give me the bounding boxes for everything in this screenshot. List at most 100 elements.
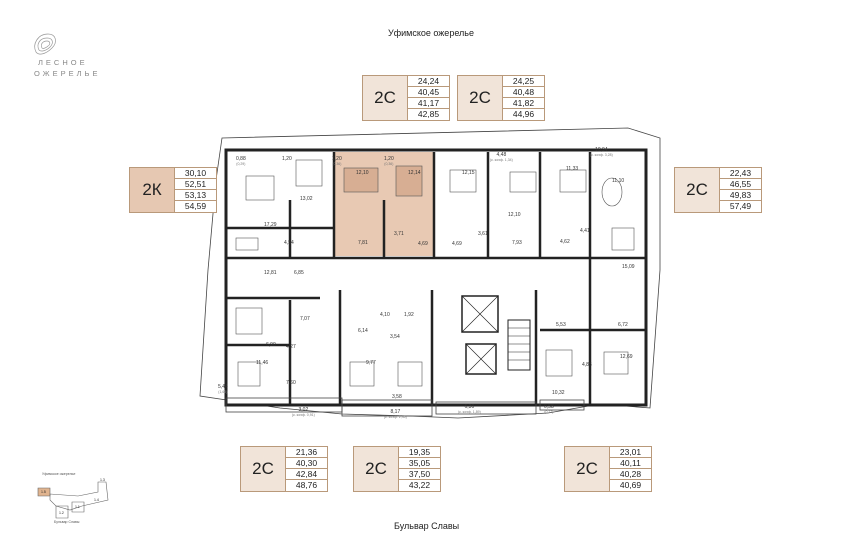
- room-area-value: 3,02: [298, 407, 309, 413]
- room-area-label: 11,10: [612, 178, 624, 184]
- room-area-value: 1,92: [404, 312, 414, 318]
- area-value: 40,11: [610, 458, 651, 469]
- area-value: 41,17: [408, 98, 449, 109]
- key-plan-label: 1.5: [41, 490, 46, 494]
- room-area-label: 12,10: [508, 212, 521, 218]
- room-area-value: 11,46: [256, 360, 269, 366]
- apartment-card[interactable]: 2С 19,35 35,05 37,50 43,22: [353, 446, 441, 492]
- room-area-label: 11,46: [256, 360, 268, 366]
- room-area-value: 12,81: [264, 270, 277, 276]
- room-area-value: 1,20: [384, 156, 394, 162]
- room-area-value: 4,10: [380, 312, 390, 318]
- room-area-value: 6,30: [464, 404, 475, 410]
- room-area-value: 7,93: [512, 240, 522, 246]
- room-area-label: 12,10: [356, 170, 369, 176]
- room-area-value: 4,27: [286, 344, 296, 350]
- brand-line-1: ЛЕСНОЕ: [38, 58, 88, 67]
- key-plan-outline: [37, 481, 109, 519]
- contour-lines-icon: [34, 33, 56, 55]
- room-area-label: 4,41: [580, 228, 590, 234]
- room-area-label: 4,69: [452, 241, 462, 247]
- area-value: 53,13: [175, 190, 216, 201]
- room-area-label: 1,20(0,36): [332, 156, 342, 166]
- room-area-note: (к. коэф. 1,89): [458, 410, 481, 414]
- room-area-label: 6,14: [358, 328, 368, 334]
- room-area-label: 1,92: [404, 312, 414, 318]
- room-area-value: 3,54: [390, 334, 400, 340]
- area-value: 37,50: [399, 469, 440, 480]
- room-area-label: 7,81: [358, 240, 368, 246]
- room-area-value: 9,77: [366, 360, 376, 366]
- area-value: 23,01: [610, 447, 651, 458]
- room-area-value: 8,17: [390, 409, 401, 415]
- room-area-value: 7,07: [300, 316, 310, 322]
- key-plan-label: 1.4: [94, 498, 99, 502]
- room-area-label: 4,85: [582, 362, 592, 368]
- area-value: 40,45: [408, 87, 449, 98]
- apartment-type: 2С: [363, 76, 407, 120]
- apartment-card[interactable]: 2С 21,36 40,30 42,84 48,76: [240, 446, 328, 492]
- area-value: 24,25: [503, 76, 544, 87]
- area-value: 21,36: [286, 447, 327, 458]
- room-area-value: 1,20: [332, 156, 342, 162]
- room-area-label: 12,15: [462, 170, 475, 176]
- key-plan-street-bottom: Бульвар Славы: [54, 520, 80, 524]
- area-value: 41,82: [503, 98, 544, 109]
- area-value: 54,59: [184, 201, 207, 211]
- apartment-card[interactable]: 2С 23,01 40,11 40,28 40,69: [564, 446, 652, 492]
- room-area-value: 4,85: [582, 362, 592, 368]
- room-area-value: 7,60: [286, 380, 296, 386]
- room-area-label: 12,69: [620, 354, 633, 360]
- room-area-label: 12,14: [408, 170, 421, 176]
- area-value: 35,05: [399, 458, 440, 469]
- brand-logo: ЛЕСНОЕ ОЖЕРЕЛЬЕ: [28, 30, 138, 80]
- area-value: 49,83: [720, 190, 761, 201]
- room-area-label: 3,61: [478, 231, 488, 237]
- room-area-value: 4,41: [580, 228, 590, 234]
- room-area-label: 7,93: [512, 240, 522, 246]
- room-area-label: 7,60: [286, 380, 296, 386]
- room-area-label: 11,33: [566, 166, 578, 172]
- room-area-value: 6,90: [266, 342, 276, 348]
- room-area-label: 1,20(0,36): [384, 156, 394, 166]
- area-value: 40,30: [286, 458, 327, 469]
- room-area-label: 1,20: [282, 156, 292, 162]
- area-value: 40,48: [503, 87, 544, 98]
- room-area-note: (к. коэф. 3,28): [590, 153, 613, 157]
- apartment-type: 2С: [354, 447, 398, 491]
- room-area-value: 11,33: [566, 166, 579, 172]
- room-area-value: 1,20: [282, 156, 292, 162]
- apartment-card[interactable]: 2С 24,25 40,48 41,82 44,96: [457, 75, 545, 121]
- room-area-value: 7,81: [358, 240, 368, 246]
- room-area-label: 7,07: [300, 316, 310, 322]
- area-value: 43,22: [408, 480, 431, 490]
- room-area-label: 3,02(к. коэф. 0,91): [292, 407, 315, 417]
- area-value: 40,28: [610, 469, 651, 480]
- room-area-label: 6,85: [294, 270, 304, 276]
- apartment-card[interactable]: 2К 30,10 52,51 53,13 54,59: [129, 167, 217, 213]
- area-value: 40,69: [619, 480, 642, 490]
- room-area-label: 4,69: [418, 241, 428, 247]
- room-area-value: 6,85: [294, 270, 304, 276]
- room-area-label: 12,81: [264, 270, 277, 276]
- room-area-value: 3,58: [392, 394, 402, 400]
- area-value: 30,10: [175, 168, 216, 179]
- room-area-label: 3,71: [394, 231, 404, 237]
- room-area-label: 17,29: [264, 222, 277, 228]
- apartment-card[interactable]: 2С 22,43 46,55 49,83 57,49: [674, 167, 762, 213]
- room-area-label: 6,30(к. коэф. 1,89): [458, 404, 481, 414]
- room-area-note: (к. коэф. 2,45): [384, 415, 407, 419]
- room-area-value: 6,14: [358, 328, 368, 334]
- room-area-value: 3,71: [394, 231, 404, 237]
- room-area-label: 4,27: [286, 344, 296, 350]
- room-area-value: 12,10: [508, 212, 521, 218]
- room-area-label: 6,90: [266, 342, 276, 348]
- apartment-card[interactable]: 2С 24,24 40,45 41,17 42,85: [362, 75, 450, 121]
- room-area-label: 13,02: [300, 196, 313, 202]
- key-plan-label: 1.3: [100, 478, 105, 482]
- room-area-note: (0,17): [544, 410, 554, 414]
- street-top: Уфимское ожерелье: [388, 28, 474, 38]
- room-area-note: (0,36): [384, 162, 394, 166]
- room-area-label: 5,53: [556, 322, 566, 328]
